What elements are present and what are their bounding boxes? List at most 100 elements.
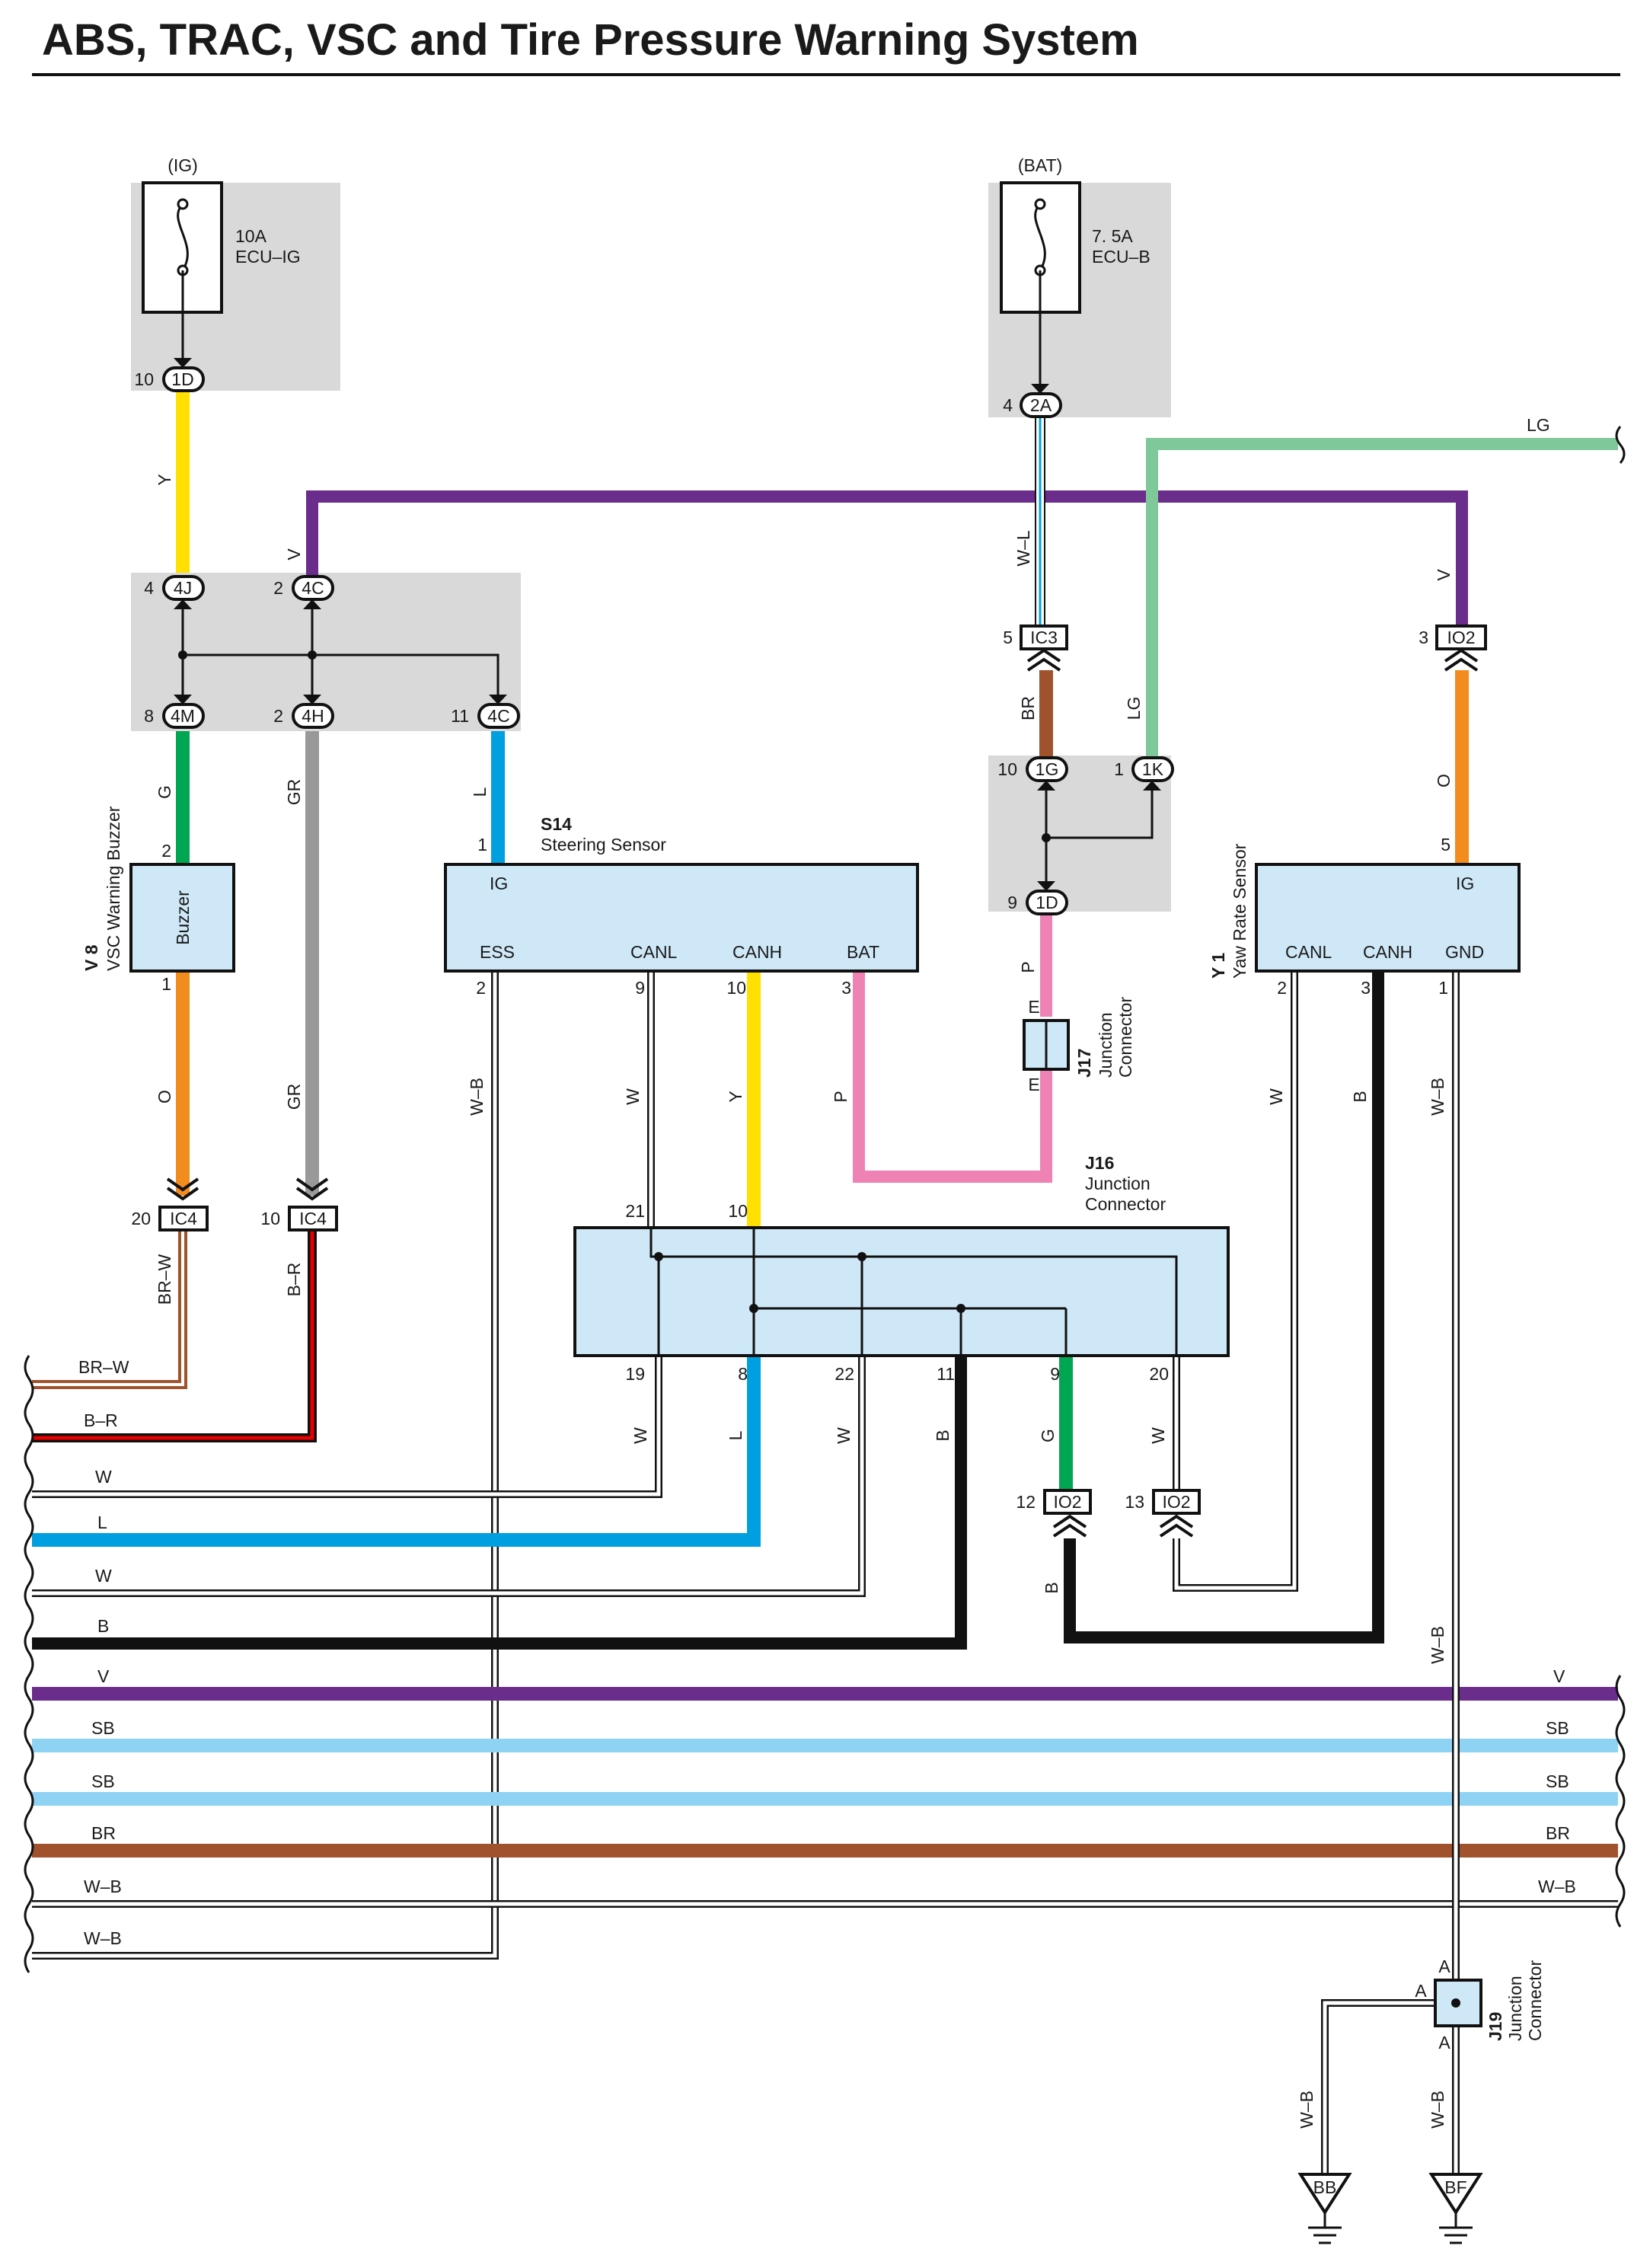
steering-term-ig: IG: [490, 874, 508, 893]
label-br-r: B–R: [284, 1263, 304, 1297]
connector-4h: 4H 2: [273, 695, 334, 729]
steering-term-canh: CANH: [732, 942, 782, 962]
harness-right-4: W–B: [1538, 1877, 1576, 1896]
buzzer-pin-bottom: 1: [161, 974, 171, 994]
vsc-warning-buzzer: [129, 863, 235, 973]
ground-bb: BB: [1297, 2173, 1352, 2244]
connector-ic3: IC3 5: [1003, 624, 1068, 672]
harness-left-2: W: [95, 1467, 112, 1487]
svg-text:IO2: IO2: [1447, 628, 1475, 647]
j19-pin-left: A: [1415, 1981, 1427, 2001]
svg-text:BF: BF: [1444, 2177, 1466, 2197]
svg-text:1D: 1D: [171, 369, 193, 389]
harness-left-3: L: [97, 1513, 107, 1532]
j16-pin-22: 22: [835, 1364, 854, 1384]
svg-text:2A: 2A: [1030, 395, 1052, 415]
j17-pin-top: E: [1028, 997, 1039, 1017]
yaw-term-gnd: GND: [1445, 942, 1484, 962]
steering-term-canl: CANL: [630, 942, 678, 962]
j17-code: J17: [1074, 1049, 1094, 1078]
j16-junction-connector: [573, 1226, 1230, 1357]
wire-b-yaw-canh: [1064, 971, 1384, 1644]
steering-name: Steering Sensor: [541, 835, 666, 854]
connector-io2-top: IO2 3: [1419, 624, 1487, 672]
label-b2: B: [933, 1429, 953, 1441]
j16-pin-11: 11: [937, 1364, 955, 1384]
ig-supply-label: (IG): [168, 155, 198, 175]
yaw-pin-canh: 3: [1361, 978, 1371, 998]
label-w3: W: [630, 1427, 650, 1444]
j16-pin-20: 20: [1149, 1364, 1169, 1384]
lg-break: [1615, 426, 1626, 464]
wire-w-b-ess: [32, 971, 497, 1958]
yaw-term-canl: CANL: [1285, 942, 1332, 962]
label-w4: W: [834, 1427, 854, 1444]
svg-text:1K: 1K: [1142, 759, 1164, 779]
label-p2: P: [1018, 961, 1038, 973]
label-v2: V: [1434, 569, 1454, 581]
svg-text:8: 8: [144, 706, 154, 726]
svg-text:10: 10: [134, 369, 154, 389]
steering-code: S14: [541, 814, 572, 834]
yaw-rate-sensor: [1255, 863, 1521, 973]
label-g2: G: [1038, 1429, 1058, 1442]
label-wb2: W–B: [1428, 1078, 1447, 1116]
connector-4c-top: 4C 2: [273, 575, 334, 609]
fuse-ecu-ig-name: ECU–IG: [235, 247, 301, 267]
label-g1: G: [155, 785, 174, 799]
svg-text:4M: 4M: [171, 706, 195, 726]
steering-sensor: [444, 863, 919, 973]
svg-text:1D: 1D: [1036, 893, 1058, 912]
svg-text:11: 11: [451, 706, 469, 726]
svg-text:IC4: IC4: [170, 1209, 197, 1228]
connector-1d-mid: 1D 9: [1007, 881, 1068, 915]
fuse-ecu-ig-symbol: [177, 203, 189, 271]
svg-text:1G: 1G: [1036, 759, 1059, 779]
connector-1g: 1G 10: [997, 756, 1068, 791]
wire-br-w: [32, 1230, 184, 1386]
harness-left-6: V: [97, 1666, 110, 1686]
connector-ic4-20: IC4 20: [131, 1177, 209, 1231]
connector-io2-13: IO2 13: [1125, 1489, 1201, 1538]
svg-text:4: 4: [144, 578, 154, 598]
j19-name-1: Junction: [1505, 1976, 1525, 2041]
svg-text:10: 10: [997, 759, 1017, 779]
svg-text:4C: 4C: [487, 706, 509, 726]
harness-left-5: B: [97, 1616, 109, 1636]
yaw-term-ig: IG: [1456, 874, 1474, 893]
svg-text:3: 3: [1419, 628, 1428, 647]
wire-w-yaw-canl: [1174, 971, 1297, 1590]
label-wb5: W–B: [1428, 2091, 1447, 2129]
svg-text:IC3: IC3: [1030, 628, 1058, 647]
label-lg2: LG: [1527, 415, 1550, 435]
svg-text:4H: 4H: [302, 706, 324, 726]
harness-left-9: BR: [91, 1823, 116, 1843]
yaw-pin-canl: 2: [1277, 978, 1287, 998]
label-wb1: W–B: [467, 1078, 487, 1116]
svg-text:IO2: IO2: [1162, 1492, 1190, 1512]
label-l2: L: [726, 1430, 745, 1440]
label-gr2: GR: [284, 1084, 304, 1110]
svg-text:10: 10: [260, 1209, 280, 1228]
svg-text:BB: BB: [1313, 2177, 1337, 2197]
svg-text:IO2: IO2: [1053, 1492, 1081, 1512]
fuse-ecu-b-name: ECU–B: [1092, 247, 1151, 267]
label-gr1: GR: [284, 779, 304, 806]
svg-text:20: 20: [131, 1209, 151, 1228]
buzzer-name: VSC Warning Buzzer: [104, 806, 123, 971]
svg-text:4J: 4J: [174, 578, 192, 598]
label-o2: O: [1434, 774, 1454, 787]
harness-right-3: BR: [1546, 1823, 1570, 1843]
j19-pin-top: A: [1438, 1957, 1450, 1976]
svg-text:2: 2: [273, 706, 283, 726]
connector-1k: 1K 1: [1114, 756, 1174, 791]
label-y2: Y: [726, 1091, 745, 1102]
fuse-ecu-b-rating: 7. 5A: [1092, 226, 1133, 246]
connector-4j: 4J 4: [144, 575, 205, 609]
j16-pin-19: 19: [625, 1364, 645, 1384]
svg-text:12: 12: [1016, 1492, 1036, 1512]
steering-pin-bat: 3: [841, 978, 851, 998]
connector-4m: 4M 8: [144, 695, 205, 729]
svg-text:1: 1: [1114, 759, 1124, 779]
